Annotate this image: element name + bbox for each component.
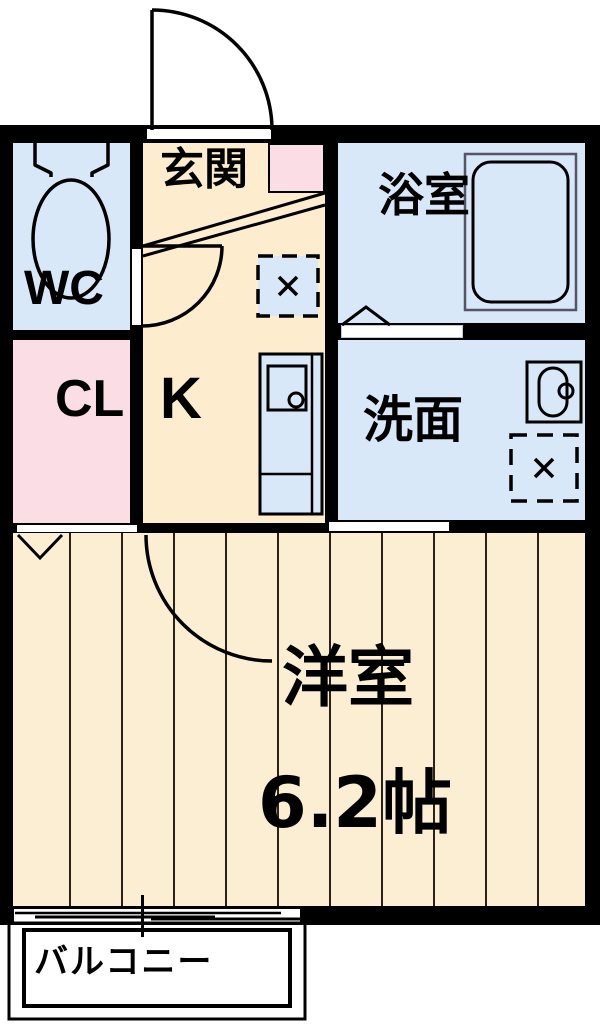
- bath-door-opening: [341, 325, 463, 338]
- wall-left: [0, 125, 13, 925]
- label-washroom: 洗面: [363, 391, 463, 449]
- bath-door-icon: [341, 305, 391, 327]
- label-balcony: バルコニー: [34, 942, 214, 982]
- label-closet: CL: [55, 370, 125, 428]
- wall-closet-mainroom: [13, 523, 325, 533]
- label-wc: WC: [24, 262, 104, 315]
- entry-door-opening: [146, 128, 272, 140]
- balcony-outline: [7, 921, 307, 1021]
- closet-folding-door-icon: [16, 533, 64, 561]
- shoe-cabinet-fill: [268, 143, 325, 193]
- wall-kitchen-wet: [325, 143, 338, 523]
- washing-machine-icon: [509, 433, 579, 503]
- wall-wc-kitchen: [130, 143, 143, 523]
- kitchen-sink-icon: [258, 352, 324, 516]
- bathtub-icon: [463, 152, 578, 312]
- washroom-door-opening: [328, 521, 450, 532]
- wall-wc-closet: [13, 330, 130, 340]
- wall-right: [585, 125, 600, 925]
- label-mainroom-name: 洋室: [282, 639, 414, 716]
- refrigerator-icon: [256, 254, 320, 318]
- vanity-sink-icon: [525, 360, 583, 424]
- label-genkan: 玄関: [160, 144, 248, 195]
- entry-swing-door-icon: [150, 8, 274, 131]
- room-closet-fill: [13, 340, 130, 523]
- flooring-planks: [69, 533, 539, 906]
- room-swing-door-icon: [144, 534, 273, 663]
- wall-top: [0, 125, 600, 143]
- sliding-door-center-mark: [141, 895, 144, 937]
- label-bath: 浴室: [378, 168, 470, 222]
- closet-door-opening: [16, 524, 138, 533]
- label-mainroom-size: 6.2帖: [258, 762, 453, 844]
- toilet-icon: [31, 143, 111, 300]
- label-kitchen: K: [160, 366, 202, 431]
- room-mainroom-fill: [13, 533, 585, 906]
- genkan-inner-door-opening: [131, 248, 142, 326]
- genkan-inner-swing-door-icon: [141, 244, 224, 328]
